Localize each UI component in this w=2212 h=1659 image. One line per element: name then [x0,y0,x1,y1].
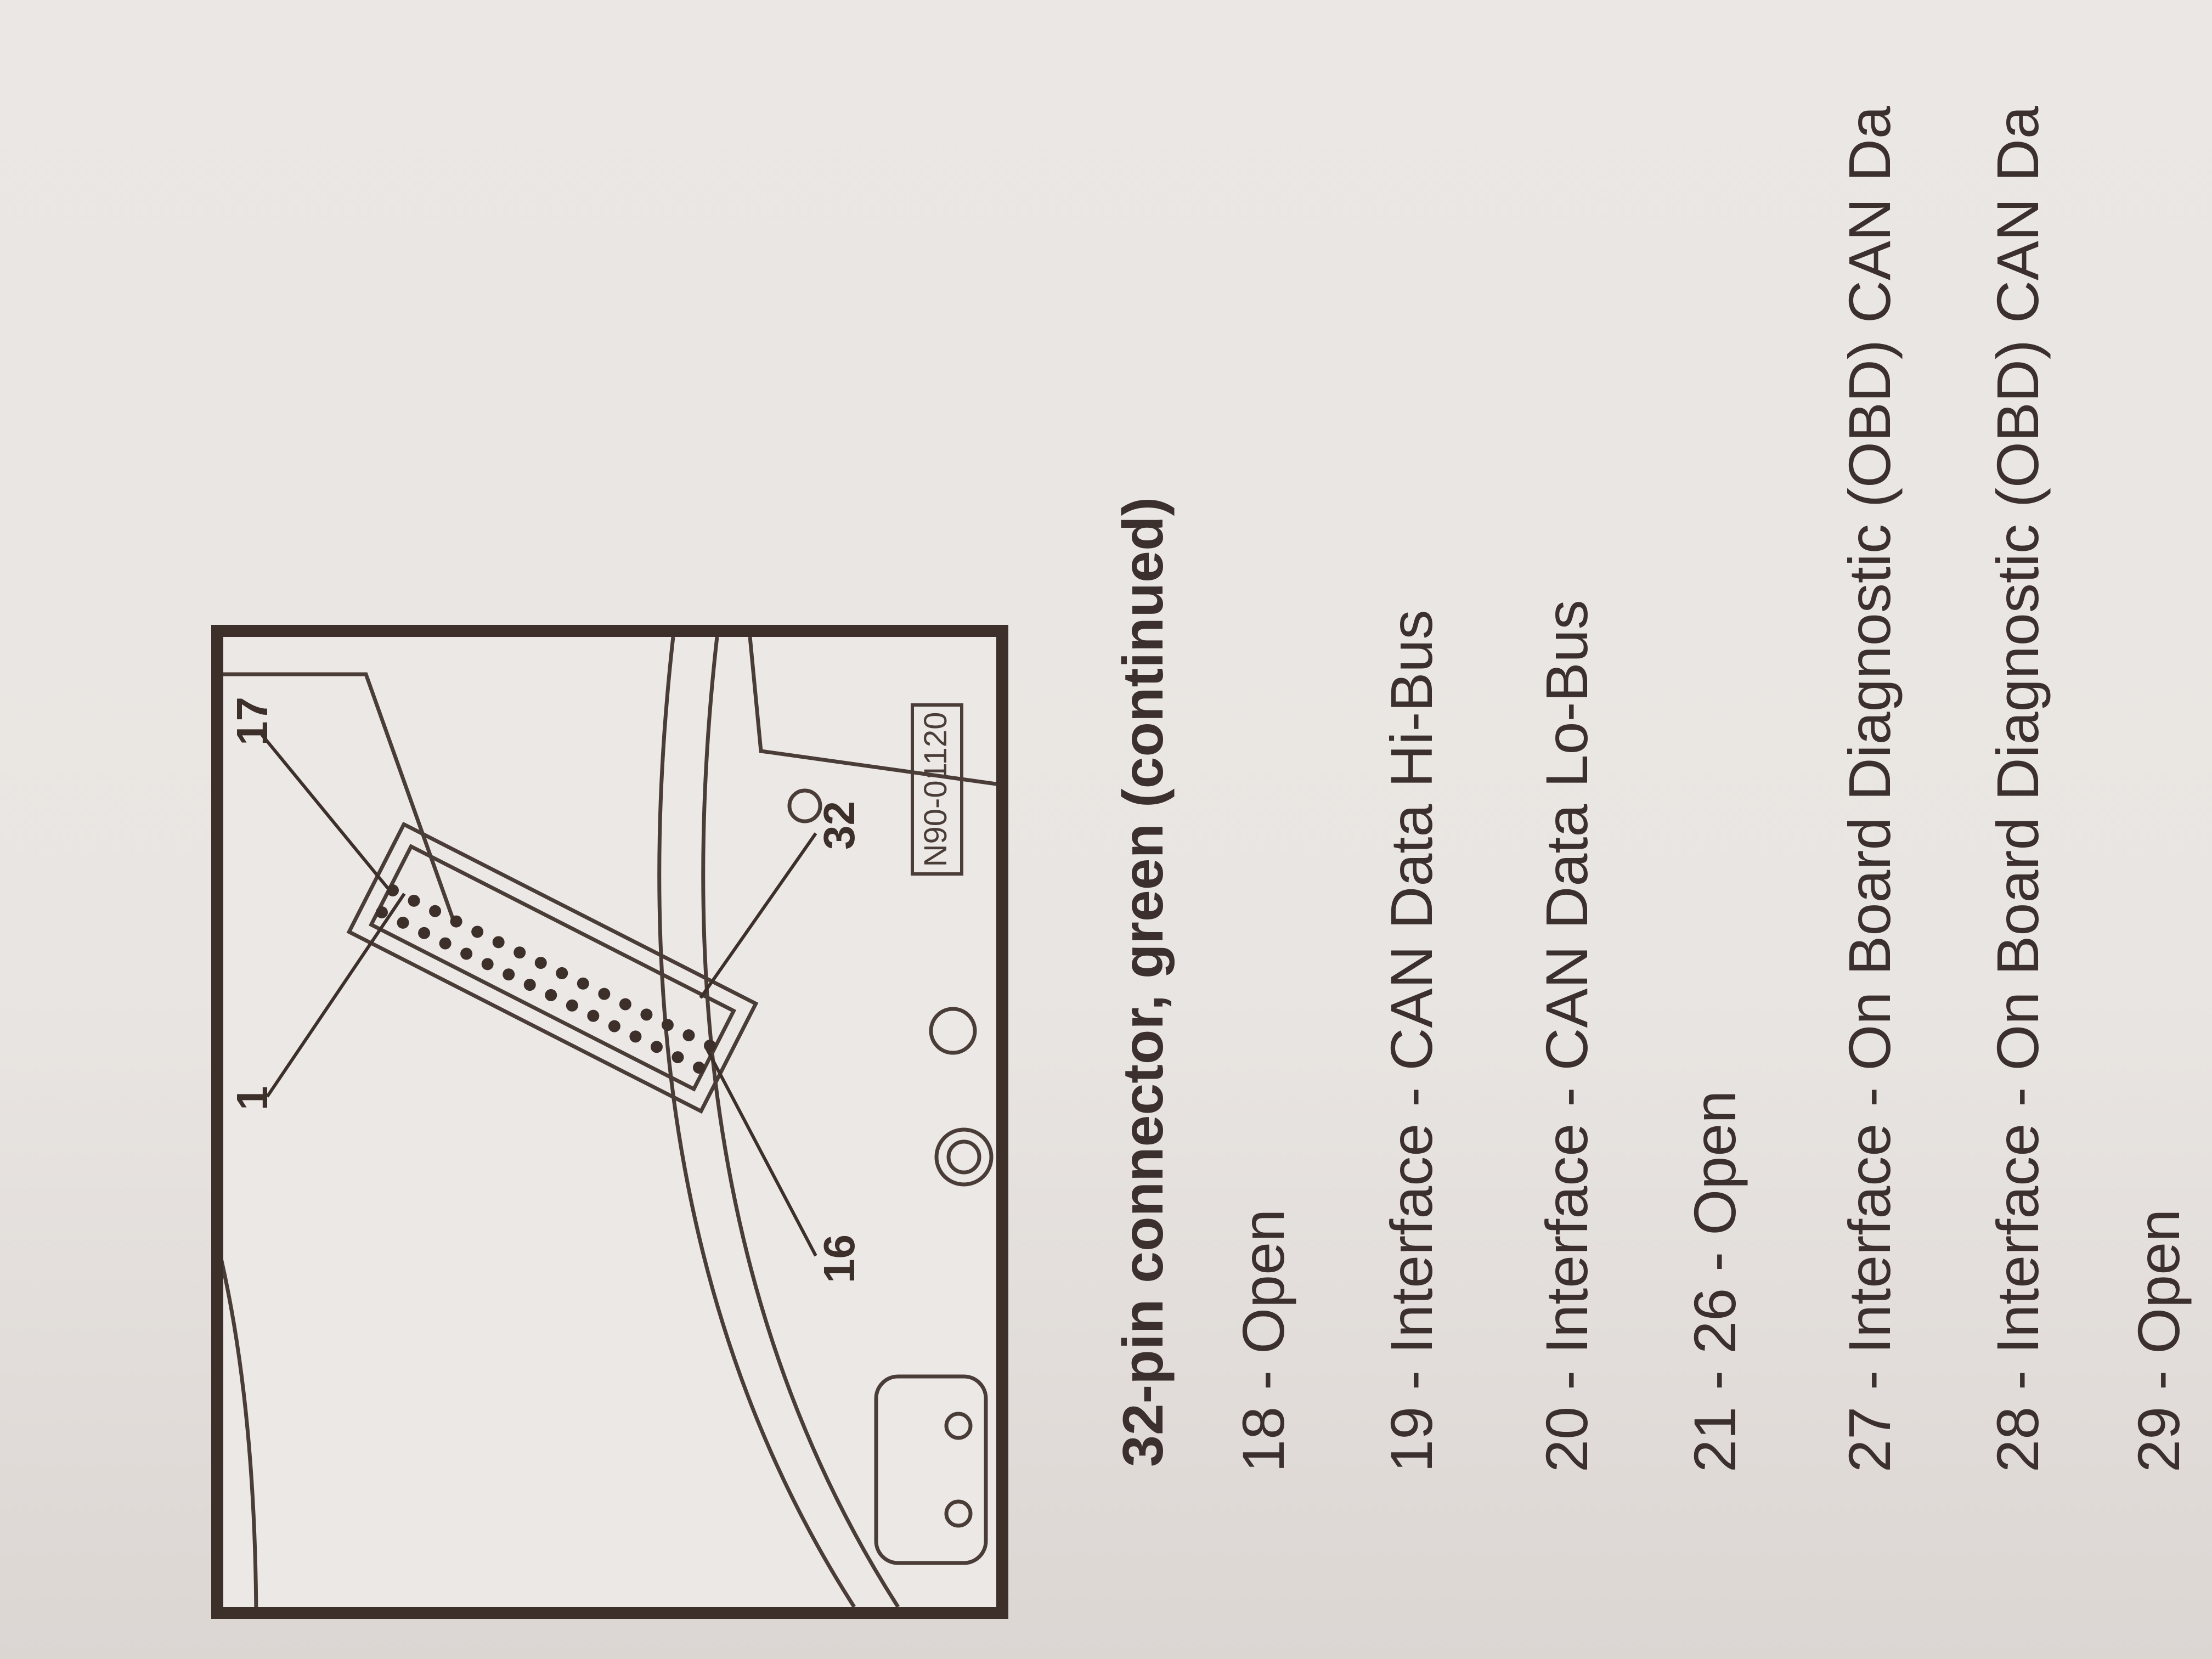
section-heading: 32-pin connector, green (continued) [1111,496,1175,1467]
connector-body [346,821,759,1114]
connector-pin [619,998,631,1011]
pin-row: 28 - Interface - On Board Diagnostic (OB… [1984,106,2051,1472]
connector-pin [650,1041,663,1053]
connector-pin [661,1019,674,1031]
figure-id: N90-01120 [918,712,953,867]
connector-pin [460,947,473,960]
connector-pin [598,988,611,1000]
connector-diagram: 17 1 32 16 N90-01120 [211,625,1008,1619]
pin-row: 29 - Open [2125,1209,2192,1472]
connector-pin [450,915,462,928]
pin-row: 19 - Interface - CAN Data Hi-Bus [1378,610,1444,1472]
connector-pin [503,968,515,981]
pin-row: 27 - Interface - On Board Diagnostic (OB… [1836,106,1903,1472]
housing-arc-inner [701,637,900,1607]
connector-pin [556,967,568,979]
connector-pin [408,894,420,907]
connector-pin [481,958,494,970]
connector-pin [523,979,536,991]
connector-pin [545,989,557,1001]
connector-pin [587,1009,600,1022]
connector-pin [397,916,409,929]
pin-label-17: 17 [228,697,276,746]
connector-pin [376,906,388,918]
connector-pin [608,1020,620,1032]
connector-pin [577,977,589,990]
connector-pin [387,884,399,896]
connector-pin [418,927,431,939]
connector-pin [514,946,526,959]
connector-pin [693,1062,705,1074]
pin-row: 18 - Open [1230,1209,1296,1472]
connector-pin [471,926,484,938]
pin-label-16: 16 [815,1234,864,1283]
pin-label-1: 1 [228,1086,276,1111]
connector-pin [492,936,505,949]
connector-pin [640,1008,653,1021]
connector-pin [439,937,452,950]
connector-pin [682,1029,695,1042]
connector-illustration: 17 1 32 16 N90-01120 [223,637,996,1607]
connector-pin [429,905,442,917]
housing-arc-outer [657,637,856,1607]
connector-pin [534,957,547,969]
pin-label-32: 32 [815,801,864,850]
figure-id-box [911,703,963,876]
pin-row: 21 - 26 - Open [1681,1090,1748,1472]
connector-pin [566,999,578,1012]
connector-pin [629,1030,642,1043]
connector-pin [672,1051,684,1064]
pin-row: 20 - Interface - CAN Data Lo-Bus [1533,600,1600,1472]
